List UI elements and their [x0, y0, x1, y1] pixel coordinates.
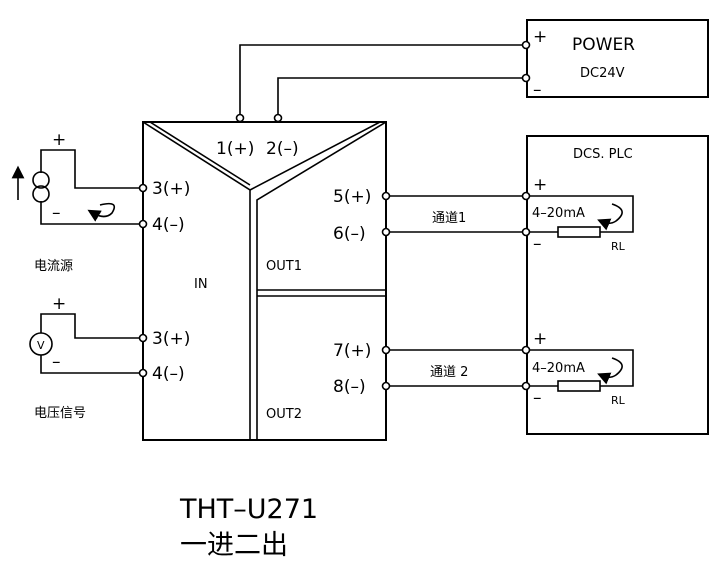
current-source-label: 电流源: [34, 259, 73, 274]
voltmeter-icon: [29, 332, 53, 356]
module-out2-label: OUT2: [266, 407, 302, 422]
voltage-signal-label: 电压信号: [34, 406, 86, 421]
channel2-load-label: RL: [611, 394, 626, 407]
terminal-8: [381, 381, 391, 391]
channel1-load-label: RL: [611, 240, 626, 253]
module-body: [142, 121, 387, 441]
channel1-load-resistor: [557, 226, 601, 238]
dcs-ch2-plus: +: [533, 329, 547, 349]
terminal-4-current: [138, 219, 148, 229]
power-voltage: DC24V: [580, 66, 625, 81]
power-minus: –: [533, 80, 542, 100]
channel1-loop-arrow-icon: [597, 203, 623, 231]
terminal-4-voltage: [138, 368, 148, 378]
terminal-4-current-label: 4(–): [152, 215, 185, 235]
dcs-ch1-plus-terminal: [521, 191, 531, 201]
dcs-plc-label: DCS. PLC: [573, 147, 633, 162]
dcs-ch2-minus-terminal: [521, 381, 531, 391]
model-title: THT–U271: [179, 494, 318, 525]
current-source-minus: –: [52, 203, 61, 223]
channel1-loop-current: 4–20mA: [532, 206, 585, 221]
channel2-loop-current: 4–20mA: [532, 361, 585, 376]
module-out1-label: OUT1: [266, 259, 302, 274]
terminal-6-label: 6(–): [333, 224, 366, 244]
terminal-7-label: 7(+): [333, 341, 371, 361]
terminal-6: [381, 227, 391, 237]
dcs-ch1-minus-terminal: [521, 227, 531, 237]
current-source-plus: +: [52, 130, 66, 150]
terminal-1-label: 1(+): [216, 139, 254, 159]
power-negative-wire: [277, 77, 526, 118]
power-label: POWER: [572, 35, 635, 55]
terminal-5: [381, 191, 391, 201]
voltage-positive-wire: [40, 313, 139, 339]
module-header-triangle-right-2: [249, 121, 381, 191]
terminal-7: [381, 345, 391, 355]
dcs-ch2-plus-terminal: [521, 345, 531, 355]
terminal-8-label: 8(–): [333, 377, 366, 397]
dcs-ch2-minus: –: [533, 388, 542, 408]
power-minus-terminal: [521, 73, 531, 83]
power-positive-wire: [239, 44, 526, 118]
current-source-coil-bottom: [32, 185, 50, 203]
voltage-plus: +: [52, 294, 66, 314]
terminal-1: [235, 113, 245, 123]
channel2-loop-arrow-icon: [597, 357, 623, 385]
channel2-label: 通道 2: [430, 365, 468, 380]
power-plus: +: [533, 27, 547, 47]
terminal-2: [273, 113, 283, 123]
power-supply-box: [526, 19, 709, 98]
dcs-ch1-plus: +: [533, 175, 547, 195]
voltmeter-label: V: [37, 339, 45, 352]
power-plus-terminal: [521, 40, 531, 50]
dcs-plc-box: [526, 135, 709, 435]
channel1-loop-wire: [529, 195, 634, 233]
channel2-loop-wire: [529, 349, 634, 387]
voltage-minus: –: [52, 352, 61, 372]
module-header-triangle-left-2: [149, 121, 251, 186]
current-loop-arrow-icon: [87, 202, 116, 222]
module-in-label: IN: [194, 277, 208, 292]
current-source-coil-top: [32, 171, 50, 189]
dcs-ch1-minus: –: [533, 234, 542, 254]
terminal-3-current: [138, 183, 148, 193]
module-header-triangle-right: [256, 121, 387, 296]
terminal-3-voltage-label: 3(+): [152, 329, 190, 349]
channel2-load-resistor: [557, 380, 601, 392]
terminal-3-current-label: 3(+): [152, 179, 190, 199]
terminal-3-voltage: [138, 333, 148, 343]
terminal-4-voltage-label: 4(–): [152, 364, 185, 384]
terminal-2-label: 2(–): [266, 139, 299, 159]
current-source-negative-wire: [40, 201, 139, 225]
model-description: 一进二出: [180, 530, 288, 561]
terminal-5-label: 5(+): [333, 187, 371, 207]
channel1-label: 通道1: [432, 211, 466, 226]
current-source-positive-wire: [40, 149, 139, 189]
voltage-negative-wire: [40, 355, 139, 374]
